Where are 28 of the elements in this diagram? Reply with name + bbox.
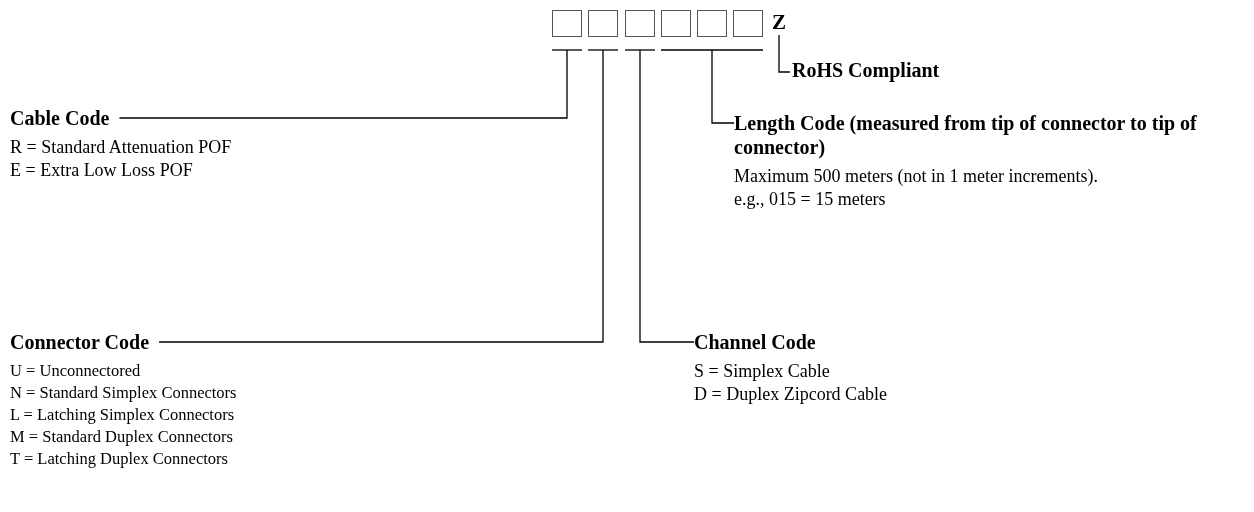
leader-line [158,49,604,343]
code-box [733,10,763,37]
code-box [552,10,582,37]
field-heading: Connector Code [10,330,150,354]
code-description: D = Duplex Zipcord Cable [694,383,889,406]
leader-line [778,34,791,73]
code-description: N = Standard Simplex Connectors [10,382,238,404]
code-box [697,10,727,37]
code-box [625,10,655,37]
field-heading: Channel Code [694,330,816,354]
leader-line [711,49,735,124]
code-box [588,10,618,37]
code-description: U = Unconnectored [10,360,142,382]
leader-line [118,49,568,119]
code-description: M = Standard Duplex Connectors [10,426,234,448]
code-description: Maximum 500 meters (not in 1 meter increments). [734,165,1099,188]
field-heading: RoHS Compliant [792,58,940,82]
code-description: e.g., 015 = 15 meters [734,188,887,211]
code-description: S = Simplex Cable [694,360,831,383]
suffix-letter: Z [772,9,786,35]
field-heading: Length Code (measured from tip of connector to tip of connector) [734,111,1198,159]
field-heading: Cable Code [10,106,110,130]
code-description: T = Latching Duplex Connectors [10,448,229,470]
code-description: E = Extra Low Loss POF [10,159,194,182]
leader-line [639,49,695,343]
code-box [661,10,691,37]
code-description: R = Standard Attenuation POF [10,136,233,159]
code-description: L = Latching Simplex Connectors [10,404,236,426]
